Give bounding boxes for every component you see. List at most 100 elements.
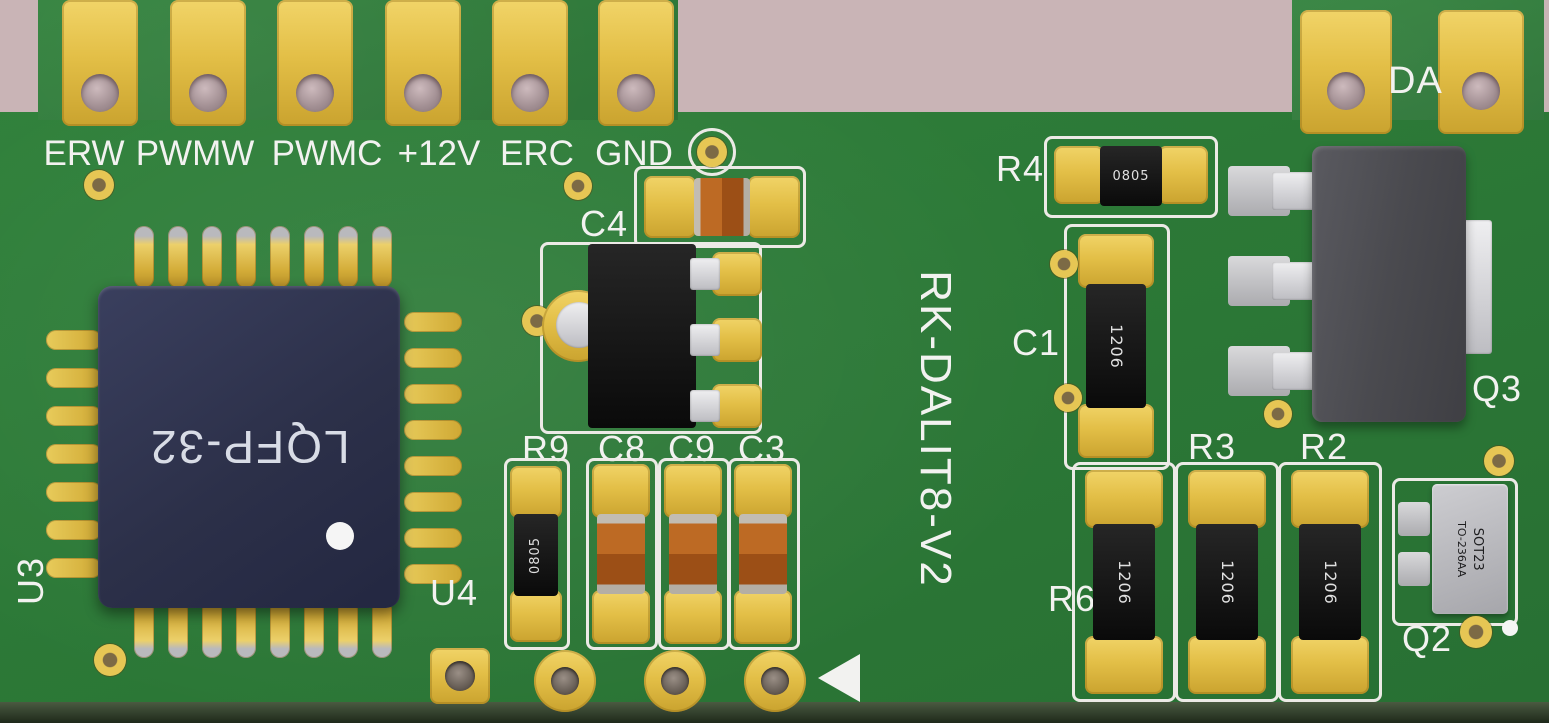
chip-pin [168,600,188,658]
resistor-r6-marking: 1206 [1114,559,1134,605]
capacitor-c8-body [597,514,645,594]
terminal-label-pwmw: PWMW [135,134,255,173]
chip-pin [202,226,222,288]
silkscreen-dot [1502,620,1518,636]
resistor-r2-body: 1206 [1299,524,1361,640]
terminal-hole [296,74,334,112]
capacitor-c3-body [739,514,787,594]
u4-lead [690,390,720,422]
q3-lead [1272,262,1316,300]
chip-pad [46,520,102,540]
board-model-text: RK-DALIT8-V2 [911,270,960,588]
terminal-hole [617,74,655,112]
transistor-u4-body [588,244,696,428]
chip-pin [372,600,392,658]
terminal-label-pwmc: PWMC [271,134,383,173]
chip-pad [404,384,462,404]
q3-lead [1272,352,1316,390]
resistor-r2-marking: 1206 [1320,559,1340,605]
smd-pad [1188,470,1266,528]
chip-pin [270,226,290,288]
silkscreen-outline-r3 [1175,462,1279,702]
transistor-q2-body: SOT23 TO-236AA [1432,484,1508,614]
chip-pad [404,456,462,476]
chip-pin [338,600,358,658]
u4-lead [690,258,720,290]
via [1484,446,1514,476]
pin1-dot [326,522,354,550]
capacitor-c9-body [669,514,717,594]
chip-pad [404,420,462,440]
smd-pad [1085,470,1163,528]
silkscreen-outline-r9 [504,458,570,650]
arrow-marker-icon [818,654,860,702]
da-hole [1327,72,1365,110]
refdes-q3: Q3 [1472,368,1523,409]
refdes-r3: R3 [1188,426,1237,467]
chip-pin [202,600,222,658]
chip-pad [46,444,102,464]
chip-pin [236,226,256,288]
silkscreen-outline-r4 [1044,136,1218,218]
chip-pad [404,528,462,548]
refdes-c1: C1 [1012,322,1061,363]
chip-pin [304,226,324,288]
smd-pad [712,318,762,362]
silkscreen-outline-c3 [728,458,800,650]
smd-pad [1291,470,1369,528]
smd-pad [1188,636,1266,694]
chip-u3: LQFP-32 [98,286,400,608]
chip-marking: LQFP-32 [148,421,350,473]
refdes-r9: R9 [522,428,571,469]
board-tab-left [38,0,678,120]
terminal-label-erc: ERC [500,134,574,173]
chip-pin [338,226,358,288]
resistor-r9-body: 0805 [514,514,558,596]
chip-pad [404,492,462,512]
chip-pin [372,226,392,288]
terminal-hole [189,74,227,112]
smd-pad [510,590,562,642]
smd-pad [734,590,792,644]
resistor-r6-body: 1206 [1093,524,1155,640]
chip-pin [270,600,290,658]
q2-marking-line2: TO-236AA [1455,520,1469,577]
smd-pad [1158,146,1208,204]
resistor-r4-body: 0805 [1100,146,1162,206]
refdes-c9: C9 [668,428,717,469]
via [84,170,114,200]
via [94,644,126,676]
refdes-u4: U4 [430,572,479,613]
refdes-c8: C8 [598,428,647,469]
capacitor-c1-marking: 1206 [1106,323,1126,369]
chip-pin [134,226,154,288]
smd-pad [712,252,762,296]
refdes-q2: Q2 [1402,618,1453,659]
resistor-r3-body: 1206 [1196,524,1258,640]
refdes-r6: R6 [1048,578,1097,619]
terminal-hole [404,74,442,112]
resistor-r4-marking: 0805 [1112,168,1150,184]
smd-pad [592,590,650,644]
capacitor-c1-body: 1206 [1086,284,1146,408]
chip-pin [134,600,154,658]
silkscreen-outline-r2 [1278,462,1382,702]
resistor-r9-marking: 0805 [528,536,544,574]
bottom-pad-hole [661,667,689,695]
bottom-pad-hole [551,667,579,695]
smd-pad [734,464,792,518]
refdes-c4: C4 [580,203,629,244]
chip-pad [46,368,102,388]
via [697,137,727,167]
via [1460,616,1492,648]
smd-pad [644,176,696,238]
q3-lead [1272,172,1316,210]
silkscreen-outline-r6 [1072,462,1176,702]
terminal-hole [81,74,119,112]
q3-tab [1462,220,1492,354]
refdes-r4: R4 [996,148,1045,189]
via [1264,400,1292,428]
refdes-r2: R2 [1300,426,1349,467]
q2-lead-pad [1398,552,1430,586]
board-edge-bottom [0,702,1549,723]
